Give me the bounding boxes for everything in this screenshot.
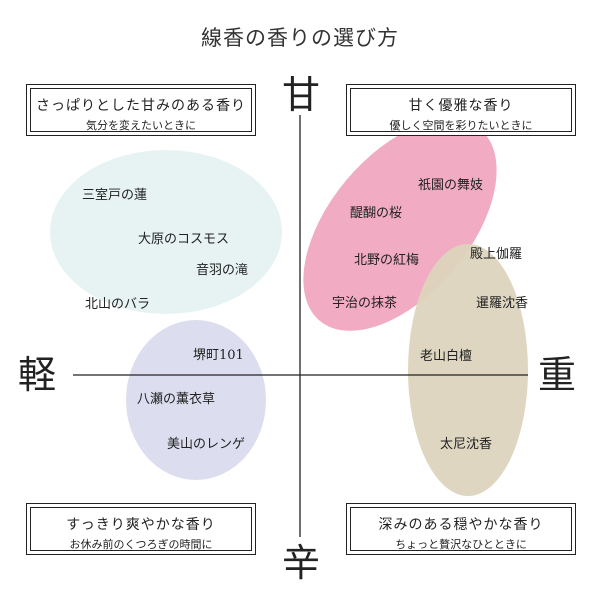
quadrant-box-top-left: さっぱりとした甘みのある香り 気分を変えたいときに [26, 84, 256, 136]
incense-item: 大原のコスモス [138, 232, 230, 247]
quadrant-title: 甘く優雅な香り [408, 98, 514, 114]
quadrant-box-top-right: 甘く優雅な香り 優しく空間を彩りたいときに [346, 84, 576, 136]
light-dry-region [126, 320, 266, 480]
incense-item: 祇園の舞妓 [418, 178, 484, 193]
incense-item: 音羽の滝 [196, 263, 249, 278]
quadrant-subtitle: 気分を変えたいときに [86, 119, 196, 132]
light-sweet-region [50, 150, 282, 314]
quadrant-box-bottom-right: 深みのある穏やかな香り ちょっと贅沢なひとときに [346, 503, 576, 555]
incense-item: 老山白檀 [420, 349, 473, 364]
incense-item: 北山のバラ [85, 297, 151, 312]
quadrant-title: すっきり爽やかな香り [66, 517, 216, 533]
quadrant-title: 深みのある穏やかな香り [378, 517, 544, 533]
axis-label-heavy: 重 [537, 353, 576, 397]
axis-label-light: 軽 [17, 353, 56, 397]
incense-item: 北野の紅梅 [354, 253, 420, 268]
quadrant-box-bottom-left: すっきり爽やかな香り お休み前のくつろぎの時間に [26, 503, 256, 555]
quadrant-title: さっぱりとした甘みのある香り [36, 98, 246, 114]
quadrant-subtitle: ちょっと贅沢なひとときに [395, 538, 527, 551]
axis-label-sweet: 甘 [281, 73, 320, 117]
quadrant-subtitle: 優しく空間を彩りたいときに [389, 119, 533, 132]
incense-item: 三室戸の蓮 [82, 188, 148, 203]
incense-item: 醍醐の桜 [350, 206, 403, 221]
incense-item: 暹羅沈香 [476, 296, 529, 311]
incense-item: 宇治の抹茶 [332, 296, 398, 311]
page-title: 線香の香りの選び方 [201, 26, 399, 50]
quadrant-subtitle: お休み前のくつろぎの時間に [69, 538, 213, 551]
heavy-region [408, 244, 528, 496]
incense-item: 殿上伽羅 [470, 247, 523, 262]
axis-label-dry: 辛 [281, 541, 320, 585]
incense-item: 堺町101 [193, 348, 244, 363]
incense-item: 太尼沈香 [440, 437, 493, 452]
incense-item: 美山のレンゲ [167, 437, 246, 452]
incense-item: 八瀬の薫衣草 [137, 392, 216, 407]
sweet-heavy-region [303, 119, 497, 331]
